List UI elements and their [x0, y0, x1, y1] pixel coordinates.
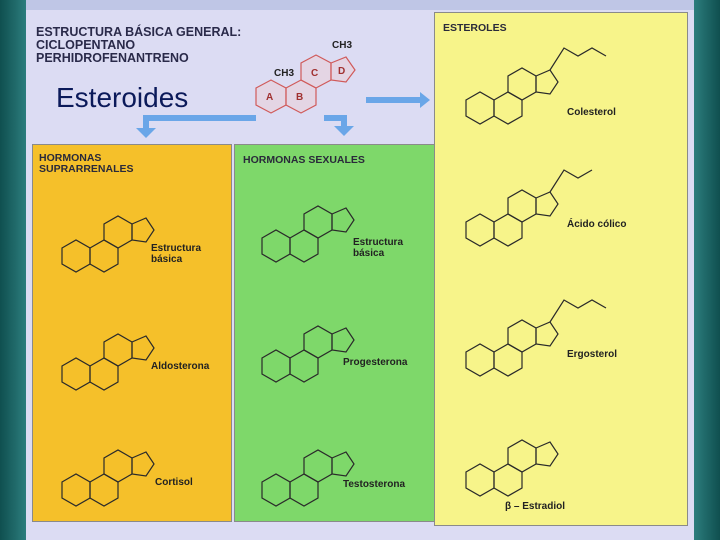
general-structure-title: ESTRUCTURA BÁSICA GENERAL: CICLOPENTANO …: [36, 26, 241, 65]
panel-sexuales: HORMONAS SEXUALES Estructura básica Prog…: [234, 144, 438, 522]
mol-est-1: [465, 47, 607, 125]
label-progesterona: Progesterona: [343, 357, 408, 368]
label-ergosterol: Ergosterol: [567, 349, 618, 360]
core-label-a: A: [266, 92, 274, 103]
mol-supra-2: [61, 333, 155, 391]
slide-title: Esteroides: [56, 82, 189, 113]
mol-sex-3: [261, 449, 355, 507]
mol-supra-1: [61, 215, 155, 273]
label-testosterona: Testosterona: [343, 479, 406, 490]
label-colesterol: Colesterol: [567, 107, 616, 118]
mol-supra-3: [61, 449, 155, 507]
label-acido-colico: Ácido cólico: [567, 219, 627, 230]
label-estructura-basica-supra: Estructura básica: [151, 243, 202, 265]
arrow-head-3: [420, 92, 430, 108]
core-label-c: C: [311, 68, 319, 79]
panel-heading-esteroles: ESTEROLES: [443, 22, 507, 34]
slide-right-edge: [694, 0, 720, 540]
molecule-sketches: [61, 47, 607, 507]
title-line-1: ESTRUCTURA BÁSICA GENERAL:: [36, 25, 242, 39]
panel-heading-sexuales: HORMONAS SEXUALES: [243, 154, 365, 166]
core-label-b: B: [296, 92, 304, 103]
title-line-2: CICLOPENTANO: [36, 38, 136, 52]
panel-heading-1: HORMONAS: [39, 152, 102, 164]
label-beta-estradiol: β – Estradiol: [505, 501, 566, 512]
mol-sex-1: [261, 205, 355, 263]
mol-sex-2: [261, 325, 355, 383]
arrow-head-1: [136, 128, 156, 138]
title-line-3: PERHIDROFENANTRENO: [36, 51, 189, 65]
arrow-to-sexuales: [324, 115, 347, 128]
panel-esteroles: ESTEROLES Colesterol Ácido cólico Ergost…: [434, 12, 688, 526]
core-ring-d: [330, 56, 356, 83]
core-label-d: D: [338, 66, 346, 77]
slide-left-edge: [0, 0, 26, 540]
mol-est-3: [465, 299, 607, 377]
arrow-to-suprarrenales: [143, 115, 256, 130]
panel-heading-2: SUPRARRENALES: [39, 163, 134, 175]
label-estructura-basica-sex: Estructura básica: [353, 237, 404, 259]
core-structure-diagram: [136, 54, 430, 138]
label-aldosterona: Aldosterona: [151, 361, 210, 372]
core-ch3-mid: CH3: [274, 68, 295, 79]
mol-est-2: [465, 169, 593, 247]
label-cortisol: Cortisol: [155, 477, 193, 488]
mol-est-4: [465, 439, 559, 497]
arrow-head-2: [334, 126, 354, 136]
slide: ESTRUCTURA BÁSICA GENERAL: CICLOPENTANO …: [26, 0, 694, 540]
top-strip: [26, 0, 694, 10]
core-ch3-top: CH3: [332, 40, 353, 51]
